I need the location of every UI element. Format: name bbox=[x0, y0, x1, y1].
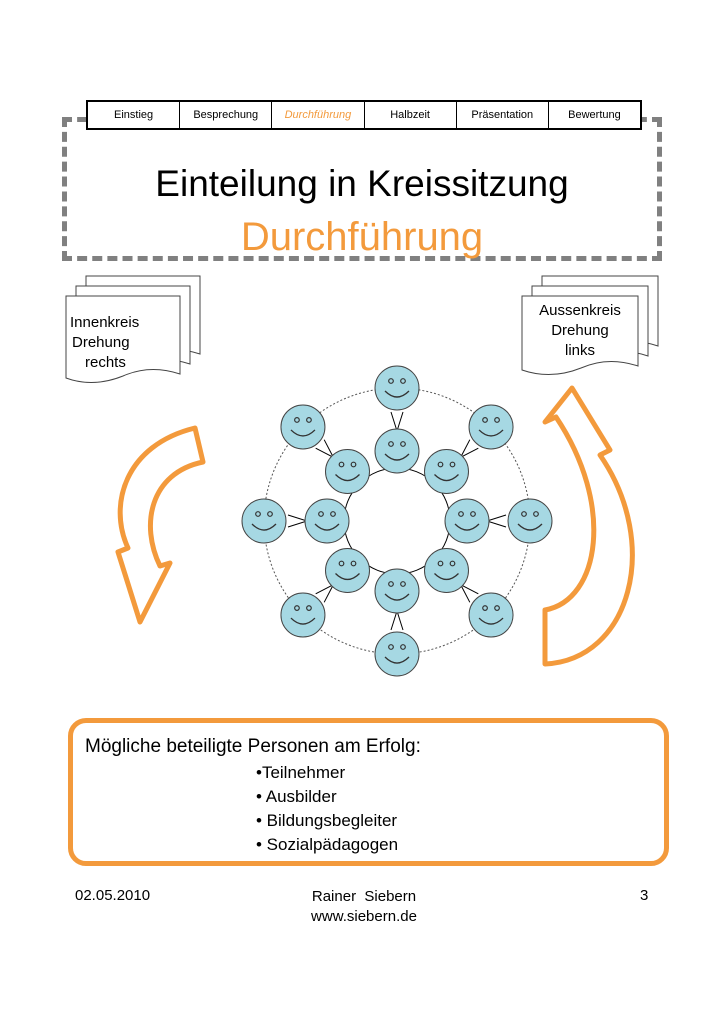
smiley-face-icon bbox=[374, 568, 420, 614]
list-item: •Teilnehmer bbox=[256, 763, 346, 782]
tab-4: Präsentation bbox=[457, 102, 549, 128]
smiley-face-icon bbox=[325, 547, 371, 593]
seating-diagram bbox=[65, 275, 659, 677]
smiley-face-icon bbox=[304, 498, 350, 544]
smiley-face-icon bbox=[423, 547, 469, 593]
curved-arrow-right-icon bbox=[542, 385, 635, 667]
note-left-line-3: rechts bbox=[85, 354, 126, 371]
pointer-triangles bbox=[287, 411, 507, 631]
note-stack-left bbox=[65, 275, 201, 383]
footer-author: Rainer Siebern bbox=[311, 888, 417, 905]
smiley-face-icon bbox=[325, 449, 371, 495]
participants-box bbox=[68, 718, 669, 866]
smiley-face-icon bbox=[280, 404, 326, 450]
smiley-face-icon bbox=[280, 592, 326, 638]
note-right-line-1: Aussenkreis bbox=[539, 302, 621, 319]
smiley-face-icon bbox=[468, 404, 514, 450]
smiley-face-icon bbox=[468, 592, 514, 638]
smiley-face-icon bbox=[423, 449, 469, 495]
faces-group bbox=[241, 365, 553, 677]
pointer-triangle bbox=[485, 514, 507, 528]
tab-3: Halbzeit bbox=[365, 102, 457, 128]
curved-arrow-left-icon bbox=[115, 425, 206, 625]
pointer-triangle bbox=[287, 514, 309, 528]
smiley-face-icon bbox=[507, 498, 553, 544]
smiley-face-icon bbox=[374, 631, 420, 677]
note-right-line-2: Drehung bbox=[551, 322, 609, 339]
note-left: Innenkreis Drehung rechts bbox=[70, 313, 160, 373]
footer-website: www.siebern.de bbox=[311, 908, 417, 925]
note-left-line-1: Innenkreis bbox=[70, 314, 140, 331]
footer-date: 02.05.2010 bbox=[75, 887, 151, 904]
list-item: • Ausbilder bbox=[256, 787, 337, 806]
page-number: 3 bbox=[640, 887, 649, 904]
note-stack-right bbox=[521, 275, 659, 375]
pointer-triangle bbox=[390, 411, 404, 433]
tab-5: Bewertung bbox=[568, 109, 621, 121]
note-left-line-2: Drehung bbox=[72, 334, 130, 351]
list-item: • Sozialpädagogen bbox=[256, 835, 399, 854]
tab-2: Durchführung bbox=[272, 102, 365, 128]
smiley-face-icon bbox=[241, 498, 287, 544]
page-subtitle: Durchführung bbox=[240, 215, 484, 259]
smiley-face-icon bbox=[374, 428, 420, 474]
page-title: Einteilung in Kreissitzung bbox=[155, 163, 569, 204]
tab-1: Besprechung bbox=[180, 102, 273, 128]
note-right: Aussenkreis Drehung links bbox=[526, 301, 634, 361]
tab-0: Einstieg bbox=[88, 102, 181, 128]
participants-heading: Mögliche beteiligte Personen am Erfolg: bbox=[85, 736, 421, 757]
smiley-face-icon bbox=[374, 365, 420, 411]
pointer-triangle bbox=[390, 609, 404, 631]
footer-author-block: Rainer Siebern www.siebern.de bbox=[264, 887, 464, 927]
list-item: • Bildungsbegleiter bbox=[256, 811, 398, 830]
note-right-line-3: links bbox=[564, 342, 595, 359]
smiley-face-icon bbox=[444, 498, 490, 544]
participants-list: •Teilnehmer • Ausbilder • Bildungsbeglei… bbox=[256, 761, 398, 857]
